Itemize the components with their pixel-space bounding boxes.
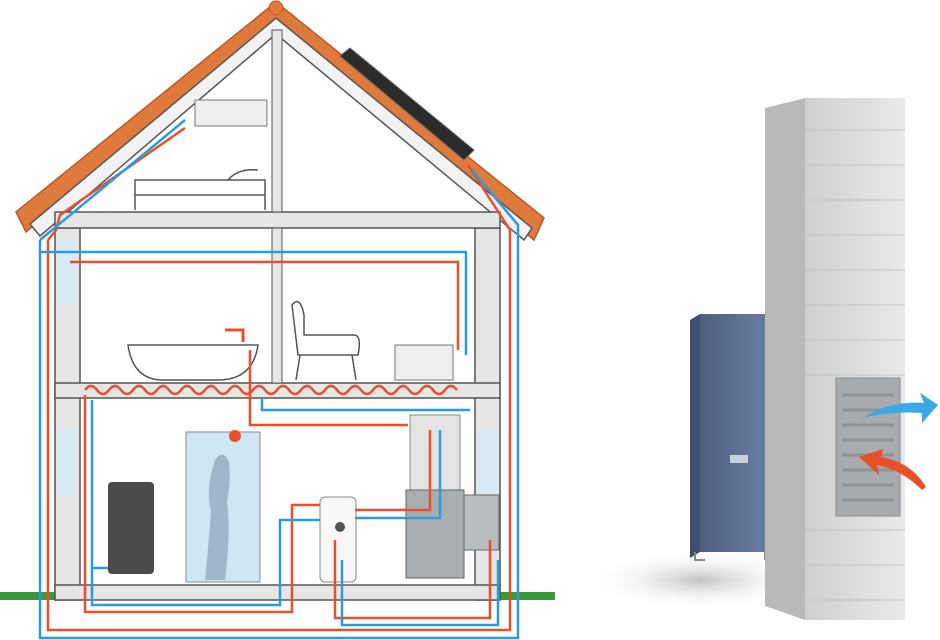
grass-right: [500, 592, 555, 600]
ground-floor: [54, 584, 501, 601]
window-left-lower: [58, 430, 76, 495]
house-cross-section: [0, 0, 555, 640]
shower-head-icon: [229, 430, 241, 442]
bathtub-icon: [127, 344, 259, 381]
heat-pump-unit: [700, 314, 770, 552]
pipes: [38, 119, 520, 640]
air-conditioner-unit: [194, 99, 268, 127]
inner-wall-upper: [271, 227, 283, 384]
inner-wall-attic: [271, 29, 283, 213]
tank-gauge: [335, 522, 345, 532]
air-in-arrow-icon: [859, 449, 926, 490]
brick-wall-side: [765, 98, 805, 620]
solar-panel: [339, 47, 475, 161]
roof-ridge: [268, 0, 284, 16]
ventilation-grille: [835, 377, 901, 517]
attic-floor: [54, 211, 501, 229]
tap-icon: [225, 328, 245, 342]
buffer-tank: [409, 414, 461, 491]
towel-radiator: [108, 482, 154, 574]
hot-pipe-ground: [83, 350, 492, 620]
boiler-unit: [405, 489, 465, 579]
heat-pump-wall-illustration: [590, 98, 938, 620]
heat-pump-side: [690, 314, 700, 558]
shower-person-silhouette: [205, 454, 230, 580]
boiler-burner: [463, 494, 500, 551]
heat-pump-handle: [730, 455, 748, 463]
underfloor-heating: [84, 384, 458, 396]
fan-coil-unit: [394, 344, 454, 381]
armchair-icon: [291, 300, 361, 381]
grass-left: [0, 592, 55, 600]
floor-shadow: [590, 550, 810, 610]
hot-water-tank: [319, 496, 357, 583]
bed-icon: [134, 168, 266, 210]
brick-wall-front: [805, 98, 905, 620]
air-out-arrow-icon: [862, 393, 938, 423]
brick-lines: [805, 129, 905, 601]
window-left-upper: [58, 240, 76, 305]
window-right-lower: [479, 430, 497, 495]
cold-pipe-main: [38, 119, 520, 640]
cold-pipe-ground: [90, 398, 500, 627]
